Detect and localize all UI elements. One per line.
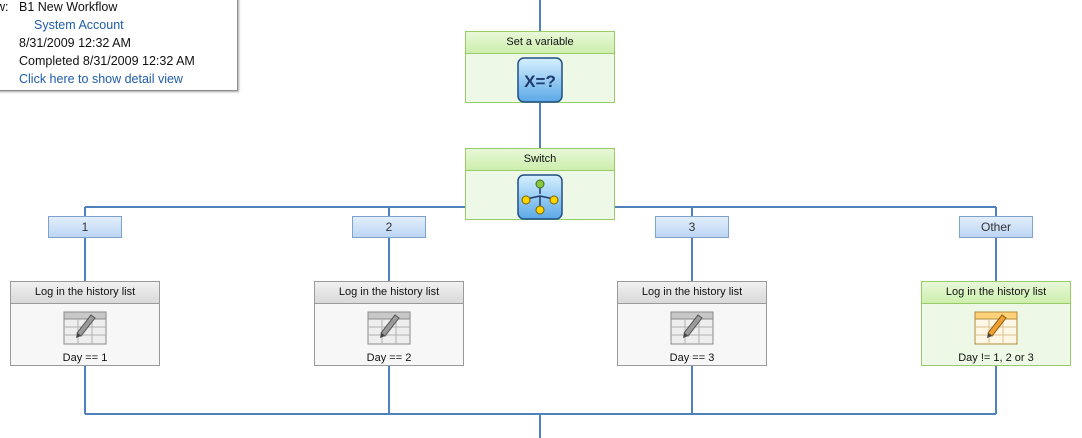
case-condition-3: Day == 3 <box>669 352 715 364</box>
history-log-title-other: Log in the history list <box>922 282 1070 304</box>
info-label-cut: w: <box>0 0 8 14</box>
history-log-icon <box>974 309 1018 350</box>
variable-x-icon: X=? <box>517 57 563 108</box>
switch-branch-icon <box>517 174 563 225</box>
case-condition-other: Day != 1, 2 or 3 <box>958 352 1034 364</box>
switch-title: Switch <box>466 149 614 171</box>
svg-text:X=?: X=? <box>524 72 556 91</box>
history-log-title-2: Log in the history list <box>315 282 463 304</box>
history-log-title-1: Log in the history list <box>11 282 159 304</box>
detail-view-link[interactable]: Click here to show detail view <box>19 72 183 86</box>
set-variable-activity[interactable]: Set a variable X=? <box>465 31 615 103</box>
started-time: 8/31/2009 12:32 AM <box>19 36 131 50</box>
history-log-activity-3[interactable]: Log in the history list Day == 3 <box>617 281 767 366</box>
case-label-3[interactable]: 3 <box>655 216 729 238</box>
history-log-activity-1[interactable]: Log in the history list Day == 1 <box>10 281 160 366</box>
case-condition-2: Day == 2 <box>366 352 412 364</box>
history-log-title-3: Log in the history list <box>618 282 766 304</box>
case-label-2[interactable]: 2 <box>352 216 426 238</box>
case-label-other[interactable]: Other <box>959 216 1033 238</box>
history-log-activity-other[interactable]: Log in the history list Day != 1, 2 or 3 <box>921 281 1071 366</box>
workflow-status: Completed 8/31/2009 12:32 AM <box>19 54 195 68</box>
history-log-icon <box>63 309 107 350</box>
case-label-1[interactable]: 1 <box>48 216 122 238</box>
switch-activity[interactable]: Switch <box>465 148 615 220</box>
history-log-icon <box>367 309 411 350</box>
history-log-icon <box>670 309 714 350</box>
case-condition-1: Day == 1 <box>62 352 108 364</box>
workflow-name: B1 New Workflow <box>19 0 118 14</box>
initiator-link[interactable]: System Account <box>34 18 124 32</box>
history-log-activity-2[interactable]: Log in the history list Day == 2 <box>314 281 464 366</box>
workflow-info-popup: w: B1 New Workflow System Account 8/31/2… <box>0 0 238 91</box>
set-variable-title: Set a variable <box>466 32 614 54</box>
